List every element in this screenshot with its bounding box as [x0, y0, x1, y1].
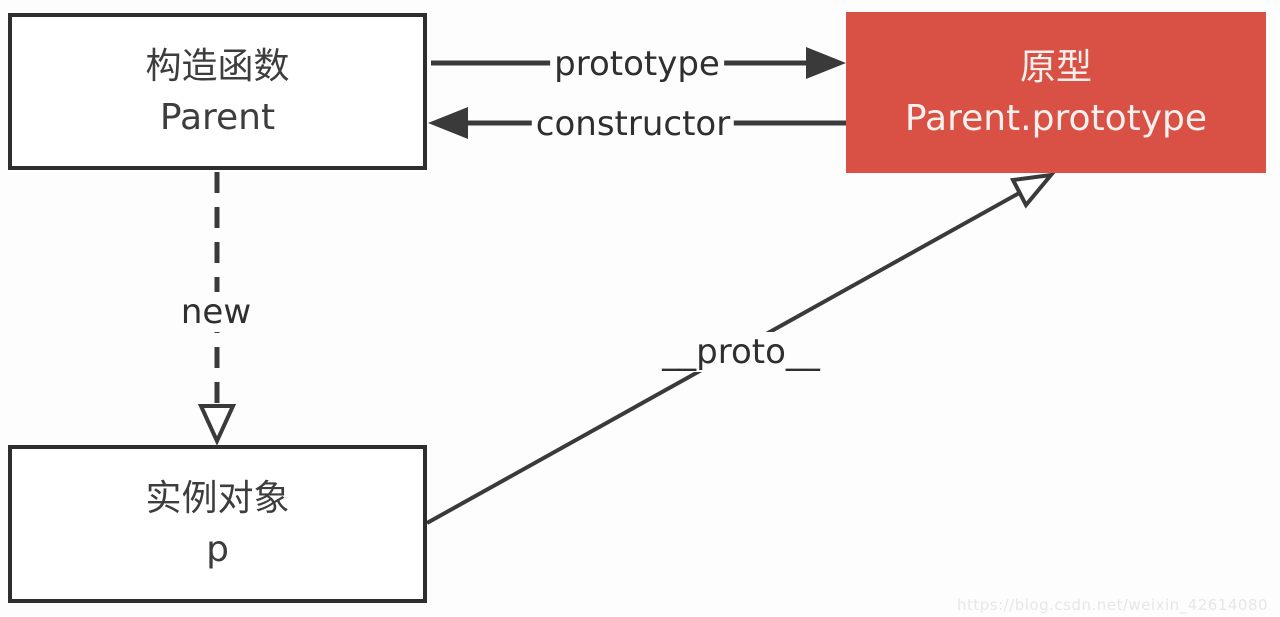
prototype-box-title: 原型 [1019, 46, 1092, 88]
instance-object-box: 实例对象 p [8, 445, 427, 603]
constructor-box-subtitle: Parent [159, 96, 276, 138]
constructor-arrowhead [428, 107, 468, 139]
instance-box-title: 实例对象 [145, 478, 290, 519]
prototype-box-subtitle: Parent.prototype [904, 97, 1208, 139]
proto-edge-label: __proto__ [654, 332, 828, 372]
proto-arrowhead [1009, 172, 1056, 209]
new-edge-label: new [172, 292, 260, 332]
new-arrowhead [197, 404, 237, 446]
csdn-watermark: https://blog.csdn.net/weixin_42614080 [956, 596, 1268, 614]
prototype-object-box: 原型 Parent.prototype [846, 12, 1266, 173]
prototype-arrowhead [806, 47, 846, 79]
instance-box-subtitle: p [206, 529, 229, 570]
constructor-function-box: 构造函数 Parent [8, 13, 427, 170]
constructor-box-title: 构造函数 [145, 45, 290, 87]
constructor-edge-label: constructor [531, 104, 735, 144]
prototype-edge-label: prototype [550, 44, 724, 84]
